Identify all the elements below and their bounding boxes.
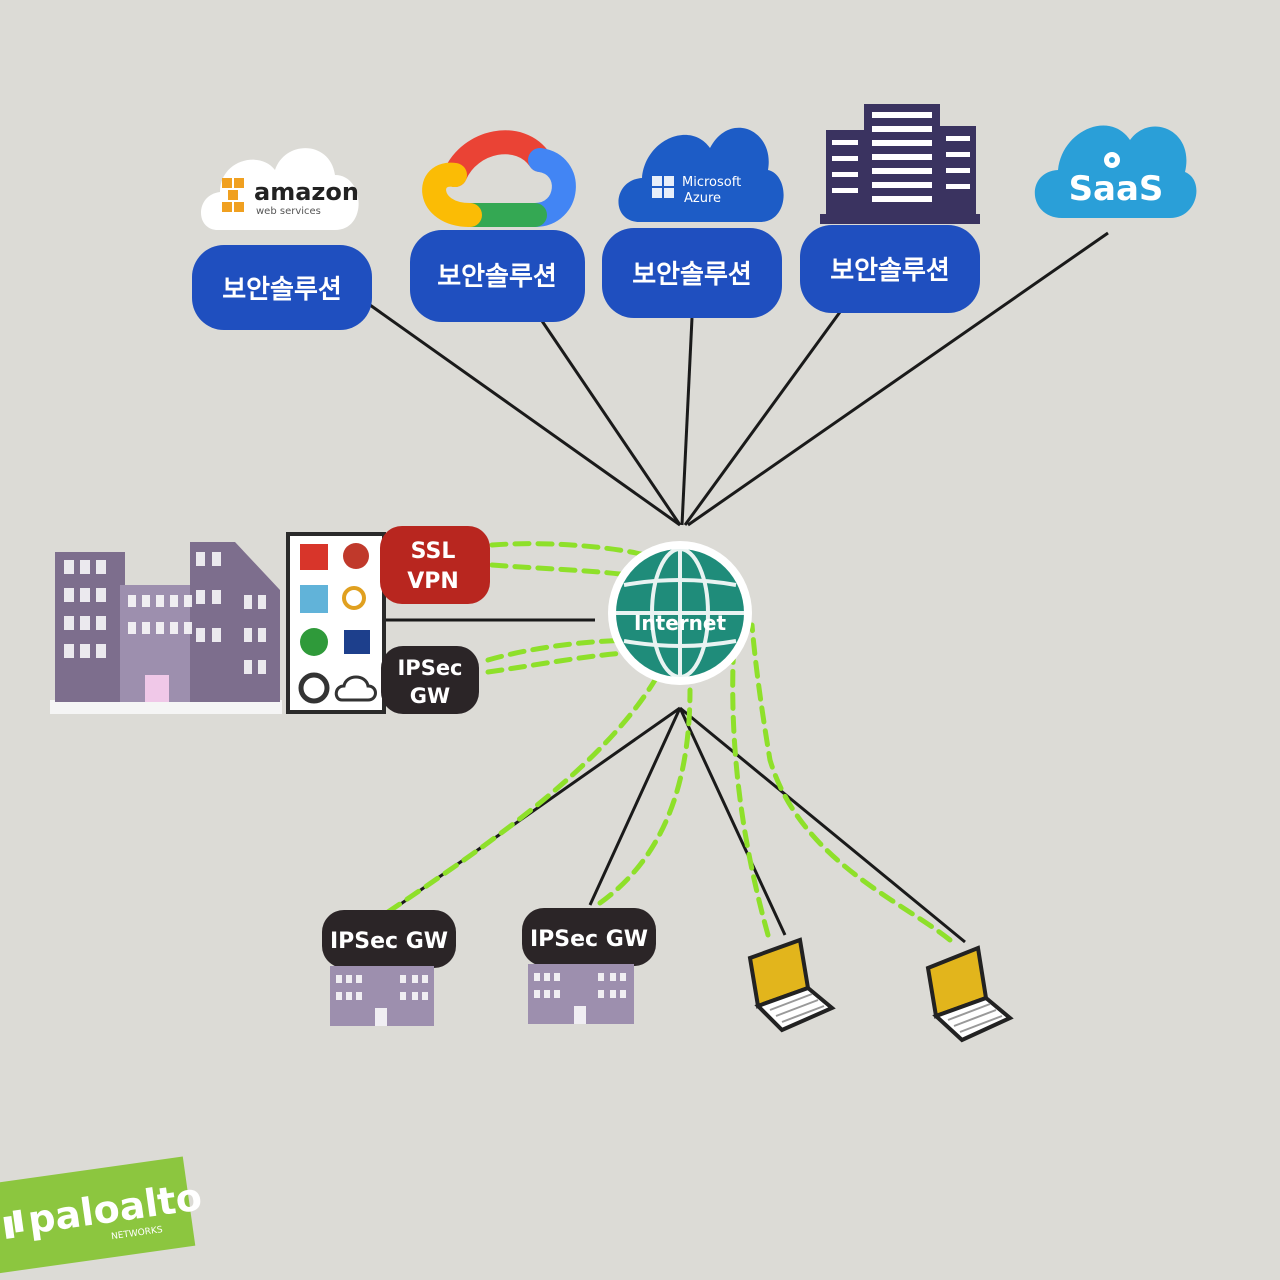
gcp-pill — [410, 230, 585, 322]
tunnel-branch-2 — [597, 687, 693, 906]
line-branch-2 — [588, 707, 682, 906]
azure-security-label: 보안솔루션 — [632, 260, 752, 290]
line-laptop-2 — [679, 706, 966, 944]
aws-group: amazon web services 보안솔루션 — [192, 148, 372, 330]
cloud-lock-service-icon — [334, 675, 377, 702]
aws-pill — [192, 245, 372, 330]
laptop-icon-2 — [925, 945, 1014, 1043]
ssl-vpn-line2: VPN — [407, 569, 459, 594]
azure-group: Microsoft Azure 보안솔루션 — [602, 127, 784, 318]
azure-cloud-icon — [618, 127, 784, 222]
ipsec-gw-line1: IPSec — [397, 656, 462, 680]
internet-globe: Internet — [608, 541, 752, 685]
saas-name: SaaS — [1069, 169, 1164, 209]
microsoft-logo-icon — [652, 176, 674, 198]
gcp-security-label: 보안솔루션 — [437, 262, 557, 292]
aws-name: amazon — [254, 178, 359, 206]
search-service-icon — [342, 586, 366, 610]
laptop-icon-1 — [747, 937, 836, 1033]
datacenter-group: 보안솔루션 — [800, 104, 980, 313]
security-services-panel — [286, 532, 386, 714]
aws-sub: web services — [256, 206, 321, 217]
server-rack-icon — [820, 104, 980, 224]
dns-service-icon — [344, 630, 370, 654]
hq-building-icon — [50, 542, 282, 714]
internet-label: Internet — [634, 611, 726, 635]
datacenter-pill — [800, 225, 980, 313]
azure-name: Microsoft — [682, 175, 741, 190]
sync-service-icon — [298, 672, 330, 704]
line-saas — [687, 231, 1109, 527]
document-service-icon — [300, 585, 328, 613]
paloalto-mark-icon — [3, 1209, 24, 1239]
line-laptop-1 — [678, 707, 787, 936]
tunnel-laptop-2 — [749, 622, 953, 943]
azure-sub: Azure — [684, 191, 721, 206]
branch-1-building-icon — [330, 966, 434, 1026]
azure-pill — [602, 228, 782, 318]
aws-logo-icon — [222, 178, 244, 212]
tunnel-laptop-1 — [730, 622, 771, 938]
connection-lines — [369, 231, 1109, 944]
line-aws — [369, 303, 681, 527]
tunnel-branch-1 — [385, 677, 658, 915]
sandbox-service-icon — [300, 628, 328, 656]
ssl-vpn-badge: SSL VPN — [380, 526, 490, 604]
branch-office-1: IPSec GW — [322, 910, 456, 1026]
saas-group: SaaS — [1034, 125, 1197, 218]
gcp-group: 보안솔루션 — [410, 130, 585, 322]
paloalto-logo: paloalto NETWORKS — [0, 1156, 204, 1274]
branch-2-label: IPSec GW — [530, 927, 648, 952]
ipsec-gw-badge: IPSec GW — [381, 646, 479, 714]
aws-security-label: 보안솔루션 — [222, 275, 342, 305]
branch-2-building-icon — [528, 964, 634, 1024]
saas-cloud-icon — [1034, 125, 1197, 218]
line-datacenter — [683, 311, 842, 526]
branch-1-label: IPSec GW — [330, 929, 448, 954]
line-azure — [680, 317, 694, 526]
shield-service-icon — [343, 543, 369, 569]
ssl-vpn-line1: SSL — [411, 539, 456, 564]
ipsec-gw-line2: GW — [410, 684, 450, 708]
branch-office-2: IPSec GW — [522, 908, 656, 1024]
datacenter-security-label: 보안솔루션 — [830, 256, 950, 286]
line-gcp — [538, 317, 682, 526]
firewall-service-icon — [300, 544, 328, 570]
google-cloud-icon — [422, 130, 576, 227]
